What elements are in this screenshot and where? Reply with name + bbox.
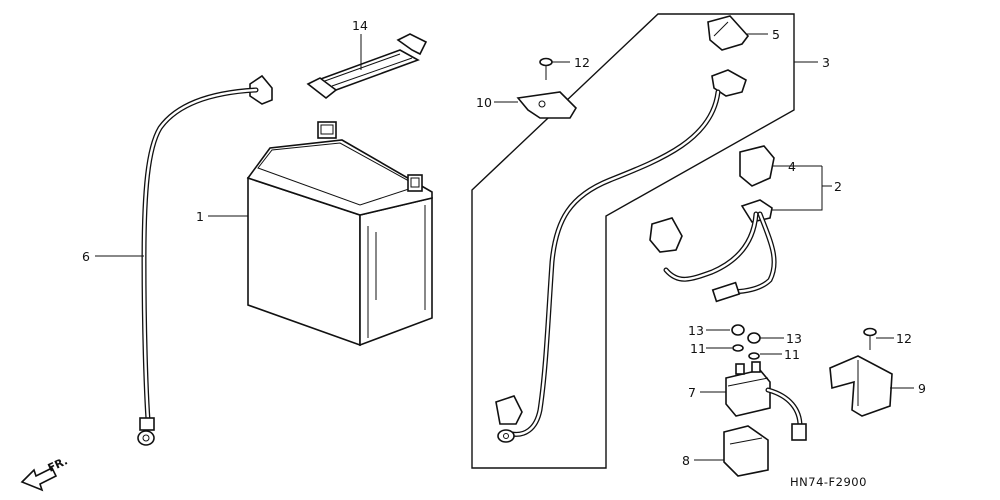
label-part-12-top: 12 [574,55,590,70]
diagram-code: HN74-F2900 [790,475,867,489]
label-part-1: 1 [196,209,204,224]
label-part-6: 6 [82,249,90,264]
front-direction-arrow-icon: FR. [20,454,70,492]
label-part-11-left: 11 [690,341,706,356]
label-part-13-left: 13 [688,323,704,338]
label-part-9: 9 [918,381,926,396]
label-part-2: 2 [834,179,842,194]
leader-lines [95,33,914,461]
label-part-11-right: 11 [784,347,800,362]
label-part-13-right: 13 [786,331,802,346]
bolt-right [863,327,877,350]
label-part-14: 14 [352,18,368,33]
label-part-12-right: 12 [896,331,912,346]
label-part-3: 3 [822,55,830,70]
sub-harness [649,145,777,303]
label-part-4: 4 [788,159,796,174]
front-direction-label: FR. [46,454,70,474]
callout-labels: 1 2 3 4 5 6 7 8 9 10 11 11 12 12 13 13 1… [82,18,926,468]
terminal-cover [707,15,750,51]
label-part-8: 8 [682,453,690,468]
bolt-top [539,57,553,80]
bracket-plate [516,91,578,119]
relay-cover [723,425,769,477]
label-part-5: 5 [772,27,780,42]
nuts-washers [731,324,761,360]
negative-cable [137,74,273,446]
relay-bracket [829,355,893,417]
battery [246,121,433,347]
cable-group-boundary [471,13,795,469]
starter-relay [725,361,807,441]
label-part-7: 7 [688,385,696,400]
starter-cable [495,69,747,443]
label-part-10: 10 [476,95,492,110]
battery-band [306,33,428,100]
